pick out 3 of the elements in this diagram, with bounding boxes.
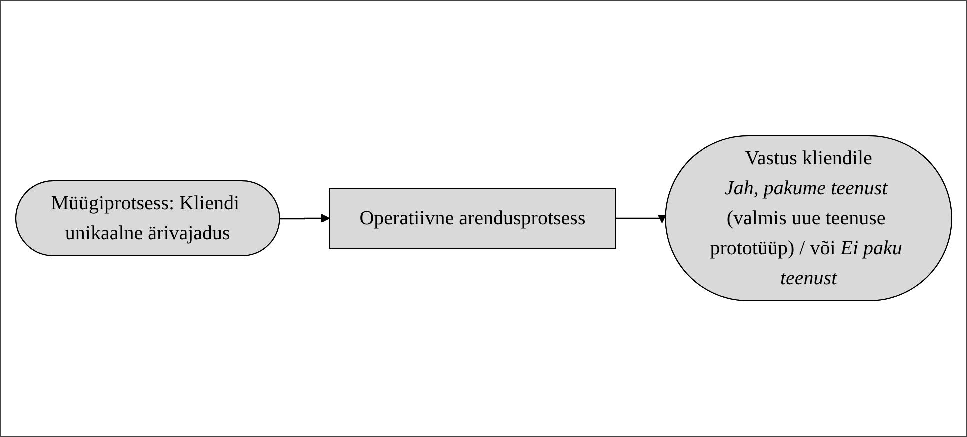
arrow [280,214,330,223]
arrow [615,214,666,224]
node-box: Operatiivne arendusprotsess [328,188,616,249]
